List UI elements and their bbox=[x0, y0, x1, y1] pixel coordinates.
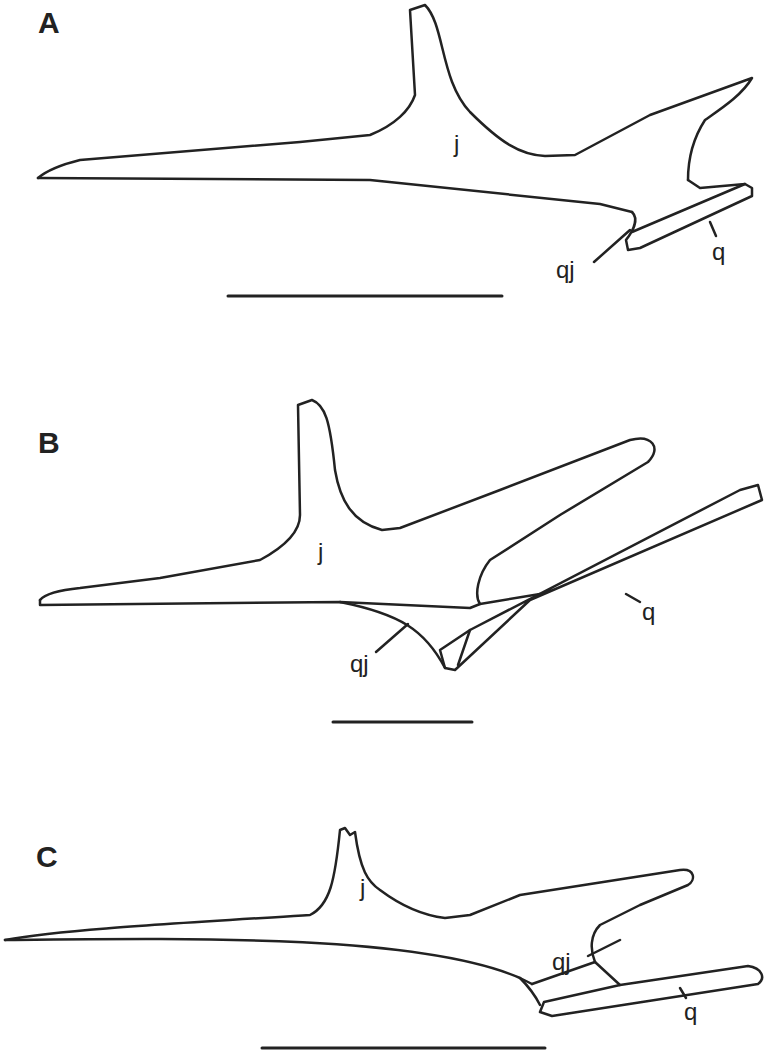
part-label: qj bbox=[350, 652, 369, 676]
panel-letter: C bbox=[36, 842, 58, 872]
leader-line bbox=[376, 624, 408, 652]
quadrate bbox=[440, 485, 762, 670]
part-label: j bbox=[454, 132, 459, 156]
part-label: q bbox=[684, 1000, 697, 1024]
quadrate-inner bbox=[458, 630, 470, 665]
part-label: j bbox=[360, 876, 365, 900]
part-label: qj bbox=[552, 950, 571, 974]
part-label: j bbox=[318, 540, 323, 564]
scale-bar bbox=[228, 295, 502, 298]
leader-line bbox=[594, 230, 630, 262]
leader-line bbox=[710, 222, 716, 236]
part-label: q bbox=[712, 240, 725, 264]
panel-letter: A bbox=[38, 8, 60, 38]
jugal-outline bbox=[5, 828, 693, 962]
quadrate-inner bbox=[595, 962, 620, 985]
leader-line bbox=[588, 940, 620, 956]
jugal-ventral-edge bbox=[38, 178, 632, 212]
leader-line bbox=[680, 988, 686, 998]
quadrate bbox=[540, 966, 762, 1016]
panel-letter: B bbox=[38, 428, 60, 458]
jugal-ventral-edge bbox=[5, 939, 532, 984]
scale-bar bbox=[333, 721, 472, 724]
jugal-ventral-edge bbox=[40, 594, 540, 608]
quadrate-inner bbox=[688, 180, 745, 188]
quadratojugal bbox=[626, 184, 752, 250]
part-label: qj bbox=[556, 258, 575, 282]
part-label: q bbox=[642, 600, 655, 624]
jugal-outline bbox=[40, 400, 654, 604]
scale-bar bbox=[262, 1047, 545, 1050]
leader-line bbox=[626, 594, 640, 602]
jugal-outline bbox=[38, 5, 752, 180]
